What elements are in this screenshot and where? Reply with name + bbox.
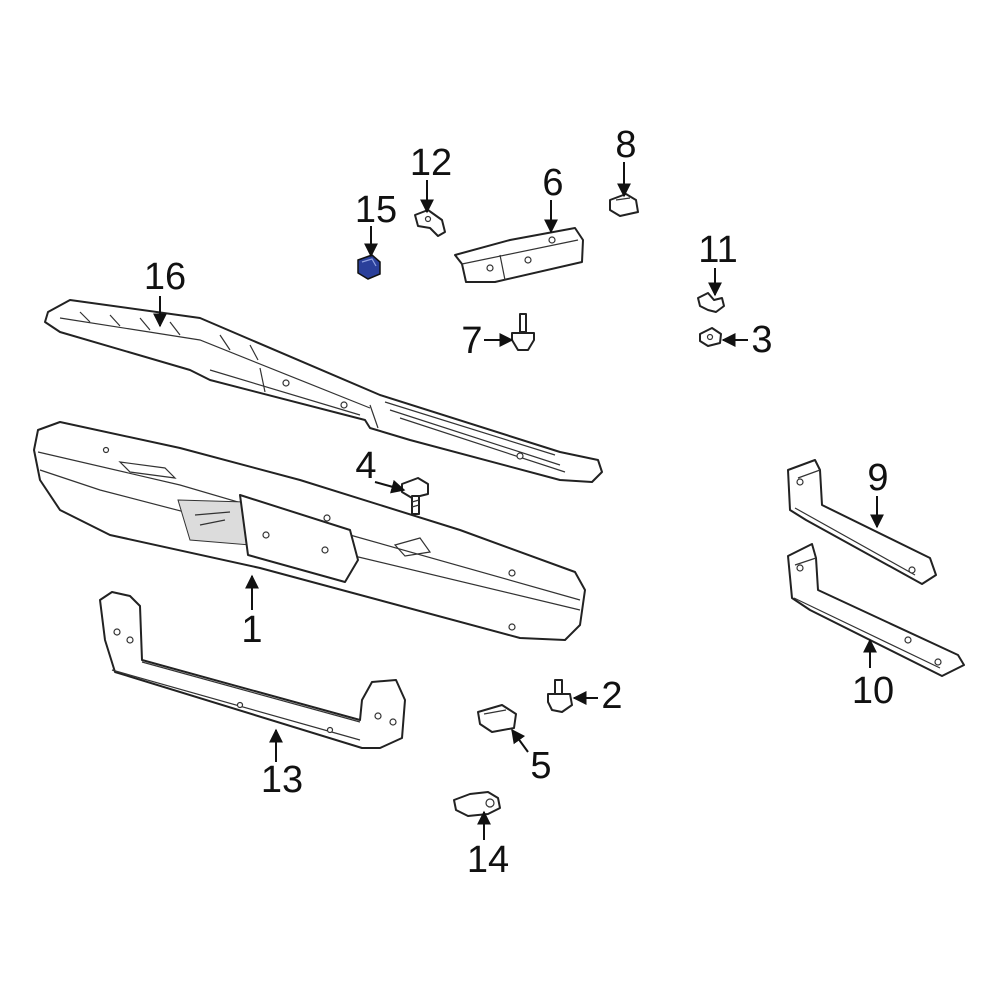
part-11-bolt[interactable] xyxy=(697,292,725,313)
callout-15: 15 xyxy=(355,189,397,231)
callout-labels: 1 2 3 4 5 6 7 8 9 10 11 12 13 14 15 16 xyxy=(144,124,894,881)
callout-3: 3 xyxy=(751,319,772,361)
part-3-nut[interactable] xyxy=(699,327,722,347)
part-12-clip[interactable] xyxy=(414,209,446,237)
part-2-bolt[interactable] xyxy=(547,679,573,713)
part-7-bolt[interactable] xyxy=(511,313,535,351)
callout-4: 4 xyxy=(355,445,376,487)
callout-12: 12 xyxy=(410,142,452,184)
callout-11: 11 xyxy=(698,229,737,271)
part-16-step-pad[interactable] xyxy=(44,299,603,483)
leader-lines xyxy=(153,162,884,840)
callout-14: 14 xyxy=(467,839,509,881)
callout-2: 2 xyxy=(601,675,622,717)
part-13-crossmember[interactable] xyxy=(99,591,406,749)
part-15-nut[interactable] xyxy=(357,254,381,280)
callout-16: 16 xyxy=(144,256,186,298)
callout-1: 1 xyxy=(241,609,262,651)
part-4-screw[interactable] xyxy=(401,477,429,515)
callout-5: 5 xyxy=(530,745,551,787)
callout-6: 6 xyxy=(542,162,563,204)
part-6-bracket[interactable] xyxy=(454,227,584,283)
callout-10: 10 xyxy=(852,670,894,712)
part-5-clip[interactable] xyxy=(477,704,517,733)
callout-8: 8 xyxy=(615,124,636,166)
part-8-clip-nut[interactable] xyxy=(609,193,639,217)
part-9-bracket[interactable] xyxy=(787,459,937,585)
callout-9: 9 xyxy=(867,457,888,499)
part-14-connector[interactable] xyxy=(453,791,501,817)
callout-13: 13 xyxy=(261,759,303,801)
callout-7: 7 xyxy=(461,320,482,362)
part-1-bumper[interactable] xyxy=(33,421,586,641)
part-10-bracket[interactable] xyxy=(787,543,965,677)
